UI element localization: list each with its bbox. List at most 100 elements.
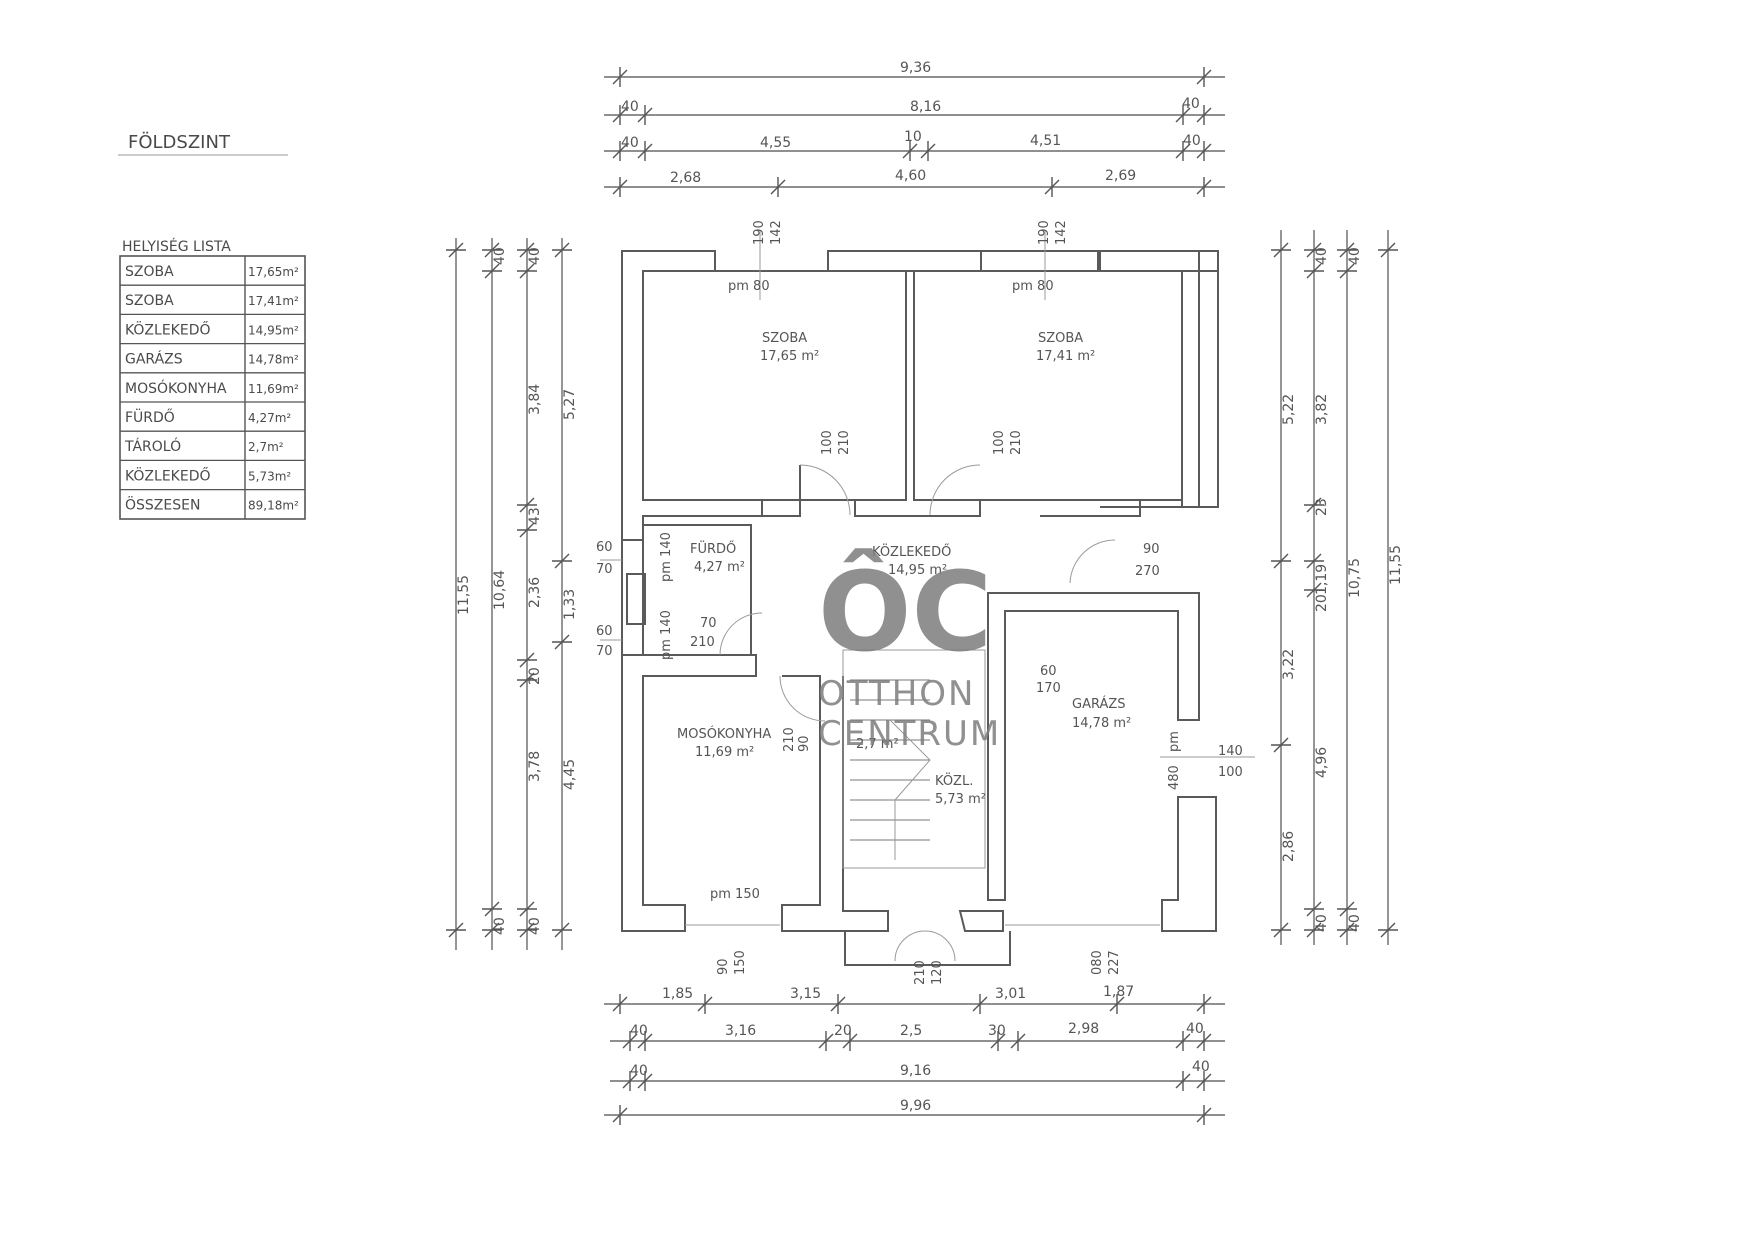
- dim-left-c3-c: 43: [527, 507, 543, 525]
- dim-top-total: 9,36: [900, 60, 931, 76]
- table-row-name: KÖZLEKEDŐ: [125, 466, 211, 484]
- label-mosokonyha-name: MOSÓKONYHA: [677, 726, 771, 742]
- door-210-b: 210: [1009, 430, 1024, 455]
- plan-title: FÖLDSZINT: [128, 131, 231, 153]
- door-270: 270: [1135, 564, 1160, 579]
- label-kozl-name: KÖZL.: [935, 772, 973, 789]
- door-swing-szoba1: [799, 464, 851, 516]
- pm80-left: pm 80: [728, 279, 770, 294]
- table-row-name: FÜRDŐ: [125, 408, 175, 426]
- otthon-centrum-watermark: ÔC OTTHON CENTRUM: [818, 548, 1001, 754]
- dimensions-top: 9,36 40 8,16 40 40 4,55 10 4,51 40 2,68 …: [604, 60, 1225, 197]
- door-90: 90: [1143, 542, 1160, 557]
- dim-bot-r2-g: 40: [1186, 1021, 1204, 1037]
- door-100-b: 100: [992, 430, 1007, 455]
- dim-top-r2-mid: 8,16: [910, 99, 941, 115]
- dim-bot-r3-a: 40: [630, 1063, 648, 1079]
- table-row-area: 14,78m²: [248, 353, 299, 367]
- dim-left-c3-b: 3,84: [527, 384, 543, 415]
- dim-right-c2-g: 23: [1314, 498, 1330, 516]
- table-row-area: 17,41m²: [248, 294, 299, 308]
- room-list-heading: HELYISÉG LISTA: [122, 238, 231, 255]
- dim-left-c4-a: 5,27: [562, 389, 578, 420]
- table-row-name: TÁROLÓ: [124, 437, 181, 455]
- dim-right-c1-c: 2,86: [1281, 831, 1297, 862]
- door-swing-entrance: [894, 930, 956, 962]
- dim-bot-r1-c: 3,01: [995, 986, 1026, 1002]
- dim-left-c4-b: 1,33: [562, 589, 578, 620]
- dimensions-left: 11,55 40 10,64 40 40 3,84 43 2,36 20 3,7…: [446, 238, 578, 950]
- label-szoba2-name: SZOBA: [1038, 331, 1083, 346]
- label-garazs-name: GARÁZS: [1072, 696, 1126, 712]
- room-mosokonyha-wall: [621, 654, 757, 932]
- dim-right-total: 11,55: [1388, 545, 1404, 585]
- dim-top-r3-d: 4,51: [1030, 133, 1061, 149]
- label-furdo-name: FÜRDŐ: [690, 540, 736, 557]
- dim-right-c1-a: 5,22: [1281, 394, 1297, 425]
- door-swing-mosokonyha: [779, 675, 826, 722]
- dim-left-c3-e: 20: [527, 667, 543, 685]
- table-row-area: 2,7m²: [248, 440, 284, 454]
- room-szoba1-outline: [642, 271, 801, 501]
- dim-bot-r3-b: 9,16: [900, 1063, 931, 1079]
- wall-west-mid: [621, 539, 643, 656]
- furdo-win-70-a: 70: [596, 562, 613, 577]
- dim-bot-r1-b: 3,15: [790, 986, 821, 1002]
- dim-left-c3-a: 40: [527, 247, 543, 265]
- dim-bot-r2-e: 30: [988, 1023, 1006, 1039]
- pm150: pm 150: [710, 887, 760, 902]
- mk-door-90: 90: [797, 735, 812, 752]
- dim-top-r4-b: 4,60: [895, 168, 926, 184]
- furdo-pm140-b: pm 140: [659, 610, 674, 660]
- room-szoba1: [642, 270, 907, 501]
- window-west-furdo: [626, 573, 646, 625]
- garage-door-60: 60: [1040, 664, 1057, 679]
- label-mosokonyha-area: 11,69 m²: [695, 745, 754, 760]
- dim-right-c2-d: 4,96: [1314, 747, 1330, 778]
- label-tarolo-area: 2,7 m²: [856, 737, 899, 752]
- dim-top-r3-a: 40: [621, 135, 639, 151]
- door-100-a: 100: [820, 430, 835, 455]
- table-row-name: SZOBA: [125, 264, 174, 280]
- dim-top-r2-right: 40: [1182, 96, 1200, 112]
- garage-pm: pm: [1167, 731, 1182, 752]
- door-swing-garazs: [1069, 539, 1116, 584]
- table-row-name: SZOBA: [125, 293, 174, 309]
- watermark-otthon: OTTHON: [818, 674, 975, 714]
- win-190-a: 190: [752, 220, 767, 245]
- floor-plan: [600, 230, 1255, 966]
- furdo-pm140-a: pm 140: [659, 532, 674, 582]
- entrance-210: 210: [913, 960, 928, 985]
- garage-480: 480: [1167, 765, 1182, 790]
- win-142-a: 142: [769, 220, 784, 245]
- garage-win-140: 140: [1218, 744, 1243, 759]
- table-row-area: 89,18m²: [248, 499, 299, 513]
- label-szoba1-name: SZOBA: [762, 331, 807, 346]
- label-szoba2-area: 17,41 m²: [1036, 349, 1095, 364]
- wall-top-right-segment: [1099, 250, 1219, 272]
- dim-top-r3-b: 4,55: [760, 135, 791, 151]
- dim-left-c2-c: 40: [492, 917, 508, 935]
- bottom-227: 227: [1107, 950, 1122, 975]
- door-70: 70: [700, 616, 717, 631]
- door-210-c: 210: [690, 635, 715, 650]
- table-row-area: 11,69m²: [248, 382, 299, 396]
- win-142-b: 142: [1054, 220, 1069, 245]
- dim-left-c3-g: 40: [527, 917, 543, 935]
- dimensions-right: 5,22 3,22 2,86 40 3,82 23 1,19 20 4,96 4…: [1271, 230, 1404, 945]
- dim-left-c4-c: 4,45: [562, 759, 578, 790]
- dim-right-c1-b: 3,22: [1281, 649, 1297, 680]
- dim-bot-r2-c: 20: [834, 1023, 852, 1039]
- watermark-centrum: CENTRUM: [818, 714, 1001, 754]
- mk-door-210: 210: [782, 727, 797, 752]
- dim-right-c2-a: 40: [1314, 247, 1330, 265]
- dim-top-r2-left: 40: [621, 99, 639, 115]
- dim-bot-r2-b: 3,16: [725, 1023, 756, 1039]
- bottom-90: 90: [716, 958, 731, 975]
- dim-bot-r1-d: 1,87: [1103, 984, 1134, 1000]
- dim-left-c3-f: 3,78: [527, 751, 543, 782]
- label-kozlekedo-area: 14,95 m²: [888, 563, 947, 578]
- wall-center-bottom: [781, 675, 889, 932]
- dim-right-c3-c: 40: [1347, 914, 1363, 932]
